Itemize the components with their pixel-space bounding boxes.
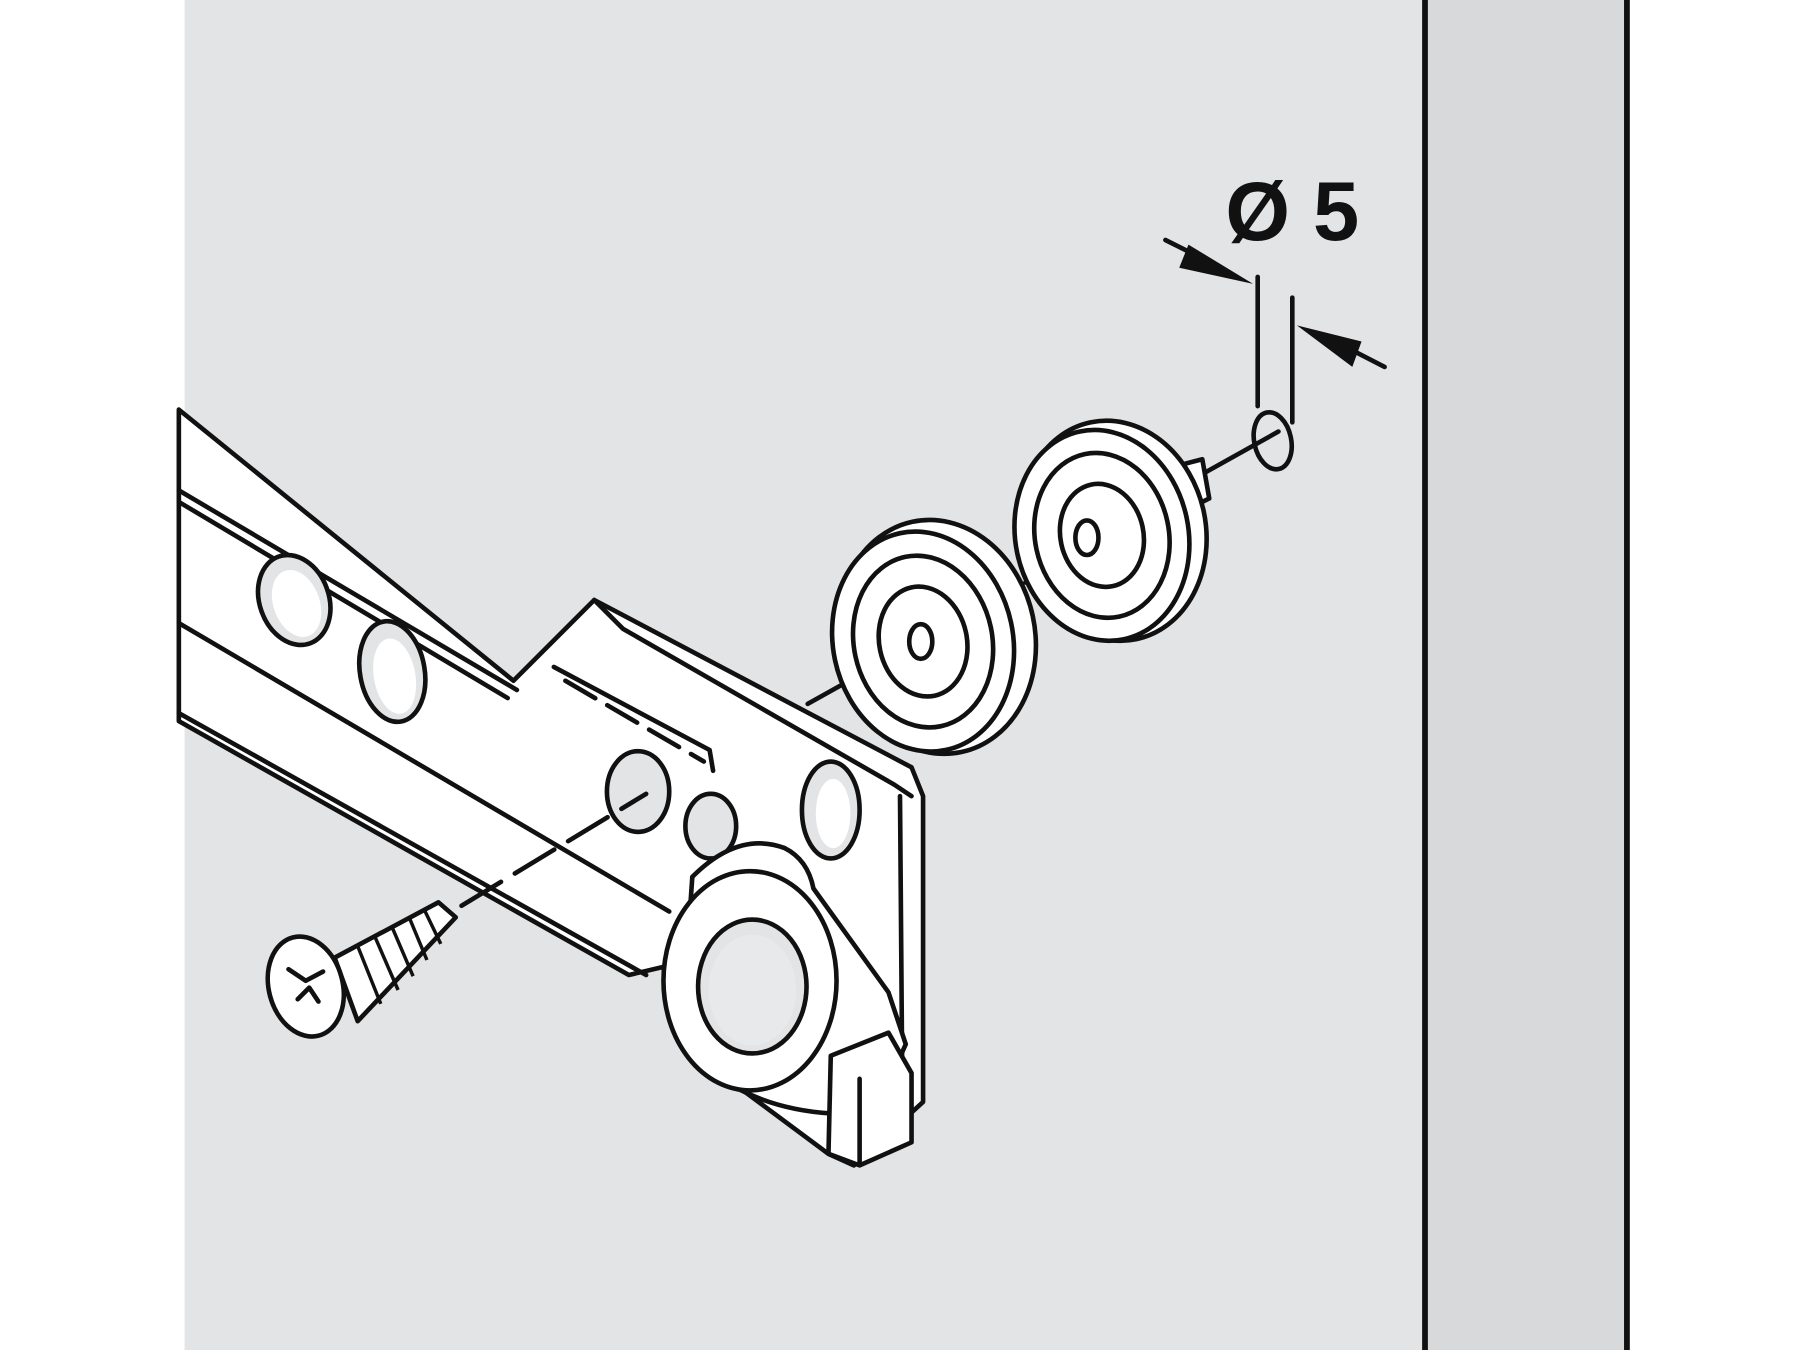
rail-roller [661,841,914,1168]
phillips-head-icon [286,966,326,1004]
screw [265,900,459,1039]
bumper-disc-2 [1012,418,1212,644]
arrow-head-icon [1296,325,1362,367]
bumper-disc-1 [829,517,1039,757]
cabinet-front-edge [1425,0,1627,1350]
arrow-head-icon [1179,244,1254,284]
diameter-dimension-label: Ø 5 [1225,165,1359,258]
dimension-lines [1163,237,1387,425]
axis-line [1197,429,1281,478]
rail-hole [604,748,672,835]
